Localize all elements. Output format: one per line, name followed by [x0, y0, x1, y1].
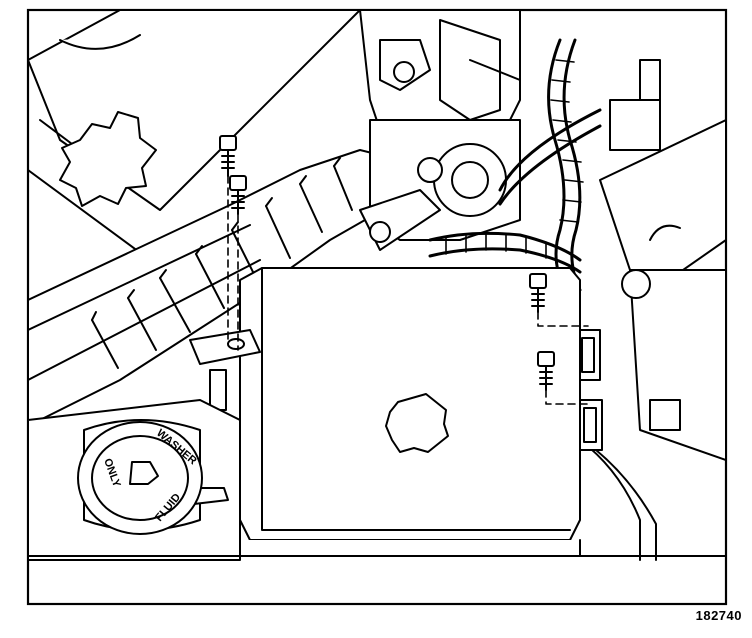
throttle-body-bracket — [359, 10, 521, 141]
bolt-right-2 — [537, 351, 555, 391]
battery-right-bracket — [575, 329, 603, 451]
bolt-alignment-lines-left — [227, 175, 239, 351]
wiring-harness — [428, 38, 602, 292]
washer-fluid-cap — [77, 421, 203, 535]
harness-corrugation — [445, 59, 584, 259]
upper-left-lobed-cap — [59, 111, 157, 207]
figure-number: 182740 — [695, 608, 742, 623]
bolt-right-1 — [529, 273, 547, 313]
bolt-alignment-lines-right — [537, 311, 591, 405]
bolt-upper-2 — [229, 175, 247, 215]
battery-center-lobed-cap — [385, 393, 449, 453]
bolt-upper-1 — [219, 135, 237, 177]
engine-block — [359, 119, 521, 251]
right-side-components — [579, 59, 726, 561]
duct-ribs — [91, 157, 353, 369]
left-hold-down-bracket — [189, 329, 261, 411]
